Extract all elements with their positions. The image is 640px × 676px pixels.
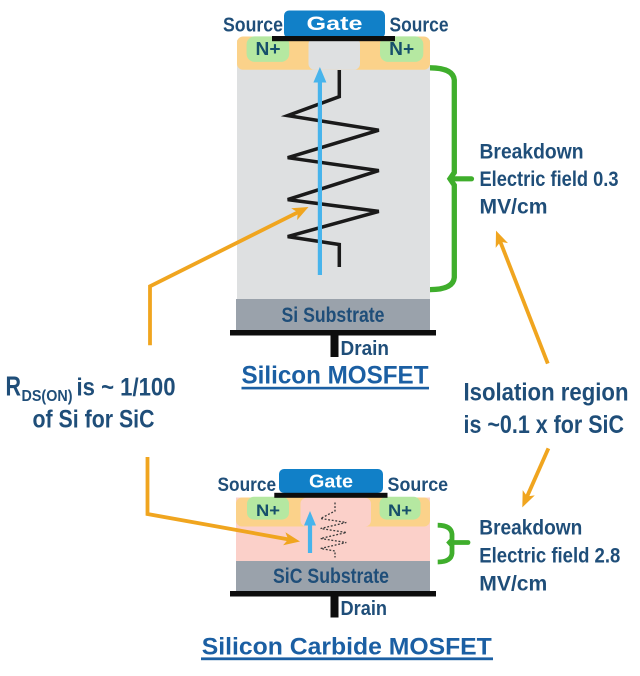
svg-text:Electric field 2.8: Electric field 2.8 <box>479 545 620 568</box>
svg-text:Gate: Gate <box>309 472 353 492</box>
svg-text:Silicon Carbide MOSFET: Silicon Carbide MOSFET <box>202 634 492 661</box>
svg-text:Source: Source <box>390 15 449 37</box>
svg-text:Drain: Drain <box>341 598 388 620</box>
svg-text:Breakdown: Breakdown <box>479 517 582 540</box>
svg-text:N+: N+ <box>388 501 412 520</box>
svg-text:is ~0.1 x for SiC: is ~0.1 x for SiC <box>464 411 625 439</box>
svg-text:of Si for SiC: of Si for SiC <box>33 406 155 434</box>
svg-text:N+: N+ <box>256 501 280 520</box>
svg-text:N+: N+ <box>389 39 414 59</box>
svg-text:MV/cm: MV/cm <box>479 573 547 596</box>
svg-text:MV/cm: MV/cm <box>480 196 548 219</box>
svg-text:Source: Source <box>218 475 277 496</box>
svg-text:N+: N+ <box>256 39 281 59</box>
svg-text:Silicon MOSFET: Silicon MOSFET <box>242 362 429 390</box>
svg-text:Electric field 0.3: Electric field 0.3 <box>480 168 619 191</box>
svg-text:DS(ON): DS(ON) <box>22 388 73 405</box>
svg-text:SiC Substrate: SiC Substrate <box>273 565 389 588</box>
svg-text:Isolation region: Isolation region <box>464 379 629 407</box>
svg-text:Si Substrate: Si Substrate <box>282 304 385 327</box>
svg-text:Source: Source <box>223 15 283 37</box>
svg-text:Breakdown: Breakdown <box>480 141 584 164</box>
svg-text:Gate: Gate <box>307 14 363 35</box>
svg-text:Drain: Drain <box>341 338 390 360</box>
svg-text:R: R <box>6 371 22 402</box>
svg-text:is ~ 1/100: is ~ 1/100 <box>77 374 176 402</box>
svg-text:Source: Source <box>388 475 449 496</box>
